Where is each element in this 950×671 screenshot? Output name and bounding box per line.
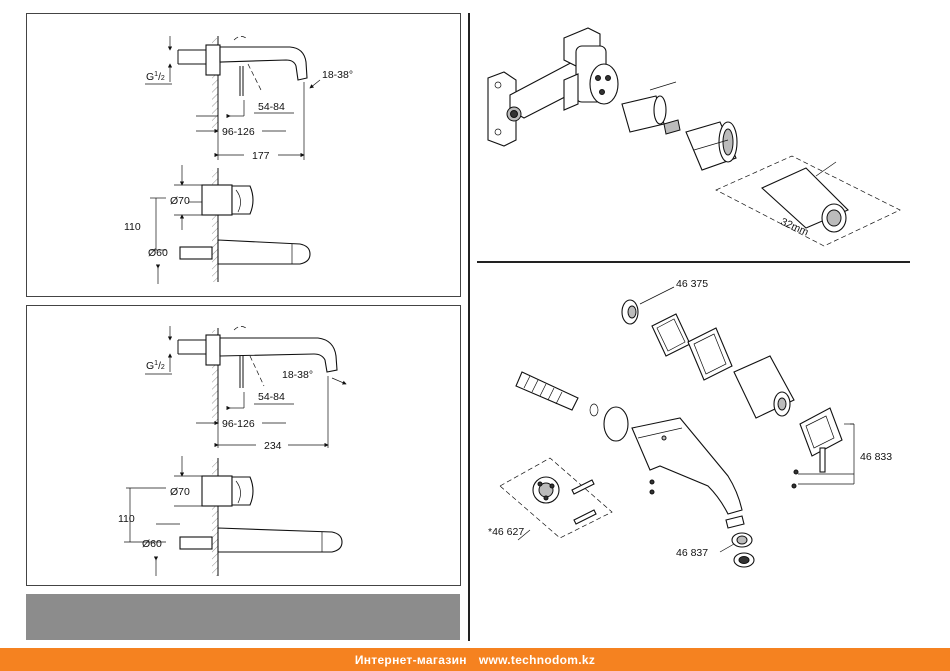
spout [220, 47, 307, 80]
spout-bottom [218, 240, 310, 264]
svg-text:G1/2: G1/2 [146, 360, 165, 372]
flex-hose [516, 372, 578, 410]
spout-part [632, 418, 742, 514]
part-aerator-label: 46 837 [676, 547, 708, 559]
spout-flange [206, 45, 220, 75]
thread-label-2: G [146, 360, 154, 372]
exploded-view-bottom: 46 375 46 833 [488, 278, 892, 567]
part-body-label: *46 627 [488, 526, 524, 538]
drawing-1: G1/2 18-38° 54-84 96-126 177 Ø70 [124, 36, 353, 284]
dia-bottom-1: Ø60 [148, 247, 168, 259]
dim-a-2: 54-84 [258, 391, 285, 403]
footer-site-link[interactable]: www.technodom.kz [479, 653, 595, 667]
angle-label-2: 18-38° [282, 369, 313, 381]
svg-text:G1/2: G1/2 [146, 71, 165, 83]
long-spout [220, 338, 337, 372]
part-cap-label: 46 375 [676, 278, 708, 290]
height-2: 110 [118, 513, 135, 525]
dim-b-1: 96-126 [222, 126, 255, 138]
o-ring [604, 407, 628, 441]
dia-bottom-2: Ø60 [142, 538, 162, 550]
angle-label-1: 18-38° [322, 69, 353, 81]
dim-b-2: 96-126 [222, 418, 255, 430]
exploded-view-top: 32mm [488, 28, 900, 246]
footer-shop-text: Интернет-магазин [355, 653, 467, 667]
thread-den-2: 2 [161, 364, 165, 371]
thread-label-1: G [146, 71, 154, 83]
part-handle-label: 46 833 [860, 451, 892, 463]
handle-lever [232, 186, 253, 214]
thread-den-1: 2 [161, 75, 165, 82]
valve-face [590, 64, 618, 104]
dia-top-2: Ø70 [170, 486, 190, 498]
dia-top-1: Ø70 [170, 195, 190, 207]
drawing-2: G1/2 18-38° 54-84 96-126 234 Ø70 110 Ø60 [118, 326, 346, 576]
dim-a-1: 54-84 [258, 101, 285, 113]
dim-c-2: 234 [264, 440, 282, 452]
handle-rosette [202, 185, 232, 215]
height-1: 110 [124, 221, 141, 233]
footer-bar: Интернет-магазин www.technodom.kz [0, 648, 950, 671]
dim-c-1: 177 [252, 150, 270, 162]
